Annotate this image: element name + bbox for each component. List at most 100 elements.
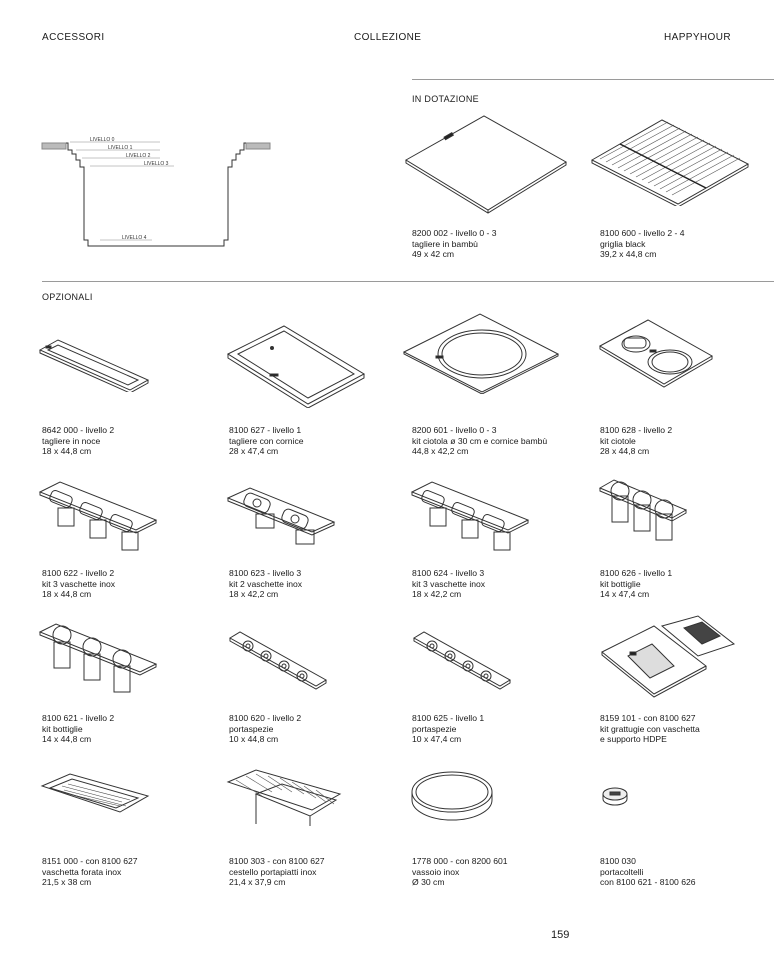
- product-size: 10 x 47,4 cm: [412, 734, 462, 745]
- product-code: 8100 625 - livello 1: [412, 713, 485, 723]
- optional-item-10-caption: 8100 625 - livello 1 portaspezie 10 x 47…: [412, 713, 484, 745]
- product-size: Ø 30 cm: [412, 877, 445, 888]
- optional-item-1-caption: 8100 627 - livello 1 tagliere con cornic…: [229, 425, 304, 457]
- levels-diagram: LIVELLO 0 LIVELLO 1 LIVELLO 2 LIVELLO 3 …: [40, 132, 280, 252]
- bottle-kit-image: [598, 478, 688, 554]
- product-name: vassoio inox: [412, 866, 460, 877]
- product-size: con 8100 621 - 8100 626: [600, 877, 696, 888]
- three-trays-kit-image: [38, 480, 158, 552]
- product-code: 8100 620 - livello 2: [229, 713, 302, 723]
- product-code: 8200 002 - livello 0 - 3: [412, 228, 497, 238]
- brand-section-label: ACCESSORI: [42, 32, 105, 43]
- bowls-kit-image: [598, 316, 714, 396]
- product-name: portaspezie: [229, 723, 274, 734]
- optional-item-9-caption: 8100 620 - livello 2 portaspezie 10 x 44…: [229, 713, 301, 745]
- product-size: 10 x 44,8 cm: [229, 734, 279, 745]
- product-name: cestello portapiatti inox: [229, 866, 317, 877]
- product-name: portacoltelli: [600, 866, 644, 877]
- optional-item-11-caption: 8159 101 - con 8100 627 kit grattugie co…: [600, 713, 700, 745]
- level-1-label: LIVELLO 1: [108, 145, 133, 151]
- two-trays-kit-image: [226, 486, 336, 550]
- product-name: kit bottiglie: [42, 723, 83, 734]
- spice-rack-image: [228, 628, 328, 692]
- product-code: 8642 000 - livello 2: [42, 425, 115, 435]
- product-size: 21,4 x 37,9 cm: [229, 877, 286, 888]
- bottle-kit-image: [38, 622, 158, 698]
- product-size: 14 x 47,4 cm: [600, 589, 650, 600]
- product-size: 18 x 44,8 cm: [42, 589, 92, 600]
- product-code: 8100 621 - livello 2: [42, 713, 115, 723]
- product-name: kit grattugie con vaschetta: [600, 723, 700, 734]
- product-name: portaspezie: [412, 723, 457, 734]
- divider: [412, 79, 774, 80]
- product-name: tagliere in bambù: [412, 238, 478, 249]
- knife-holder-image: [600, 786, 630, 808]
- level-2-label: LIVELLO 2: [126, 153, 151, 159]
- product-size: 18 x 42,2 cm: [412, 589, 462, 600]
- optional-item-15-caption: 8100 030 portacoltelli con 8100 621 - 81…: [600, 856, 696, 888]
- included-item-1-caption: 8100 600 - livello 2 - 4 griglia black 3…: [600, 228, 685, 260]
- product-name: tagliere con cornice: [229, 435, 304, 446]
- product-code: 8100 626 - livello 1: [600, 568, 673, 578]
- product-code: 8200 601 - livello 0 - 3: [412, 425, 497, 435]
- divider: [42, 281, 774, 282]
- included-item-0-caption: 8200 002 - livello 0 - 3 tagliere in bam…: [412, 228, 497, 260]
- optional-item-13-caption: 8100 303 - con 8100 627 cestello portapi…: [229, 856, 325, 888]
- product-name: tagliere in noce: [42, 435, 101, 446]
- level-0-label: LIVELLO 0: [90, 137, 115, 143]
- optional-item-7-caption: 8100 626 - livello 1 kit bottiglie 14 x …: [600, 568, 672, 600]
- level-3-label: LIVELLO 3: [144, 161, 169, 167]
- product-size: 14 x 44,8 cm: [42, 734, 92, 745]
- optional-item-6-caption: 8100 624 - livello 3 kit 3 vaschette ino…: [412, 568, 485, 600]
- optional-item-3-caption: 8100 628 - livello 2 kit ciotole 28 x 44…: [600, 425, 672, 457]
- spice-rack-image: [412, 628, 512, 692]
- optional-item-0-caption: 8642 000 - livello 2 tagliere in noce 18…: [42, 425, 114, 457]
- three-trays-kit-image: [410, 480, 530, 552]
- product-size: 28 x 44,8 cm: [600, 446, 650, 457]
- product-code: 8100 628 - livello 2: [600, 425, 673, 435]
- dish-basket-image: [226, 768, 342, 830]
- collection-name: HAPPYHOUR: [664, 32, 731, 43]
- product-name: kit 3 vaschette inox: [42, 578, 116, 589]
- product-code: 8100 627 - livello 1: [229, 425, 302, 435]
- product-name: kit ciotola ø 30 cm e cornice bambù: [412, 435, 548, 446]
- product-size: 18 x 42,2 cm: [229, 589, 279, 600]
- product-name: vaschetta forata inox: [42, 866, 122, 877]
- product-code: 1778 000 - con 8200 601: [412, 856, 508, 866]
- product-name: kit bottiglie: [600, 578, 641, 589]
- product-code: 8100 303 - con 8100 627: [229, 856, 325, 866]
- product-name: kit 2 vaschette inox: [229, 578, 303, 589]
- product-name: griglia black: [600, 238, 646, 249]
- framed-board-image: [226, 322, 366, 408]
- optional-item-4-caption: 8100 622 - livello 2 kit 3 vaschette ino…: [42, 568, 115, 600]
- product-code: 8151 000 - con 8100 627: [42, 856, 138, 866]
- product-size: 49 x 42 cm: [412, 249, 455, 260]
- product-size: 21,5 x 38 cm: [42, 877, 92, 888]
- optional-section-title: OPZIONALI: [42, 292, 93, 302]
- optional-item-5-caption: 8100 623 - livello 3 kit 2 vaschette ino…: [229, 568, 302, 600]
- optional-item-8-caption: 8100 621 - livello 2 kit bottiglie 14 x …: [42, 713, 114, 745]
- product-code: 8100 623 - livello 3: [229, 568, 302, 578]
- black-grill-image: [590, 116, 750, 206]
- optional-item-14-caption: 1778 000 - con 8200 601 vassoio inox Ø 3…: [412, 856, 508, 888]
- grater-kit-image: [598, 614, 738, 700]
- product-size: 44,8 x 42,2 cm: [412, 446, 469, 457]
- bamboo-board-image: [402, 112, 572, 222]
- bowl-kit-image: [402, 310, 562, 394]
- product-name: kit ciotole: [600, 435, 636, 446]
- optional-item-2-caption: 8200 601 - livello 0 - 3 kit ciotola ø 3…: [412, 425, 547, 457]
- product-code: 8100 030: [600, 856, 636, 866]
- product-code: 8159 101 - con 8100 627: [600, 713, 696, 723]
- included-section-title: IN DOTAZIONE: [412, 94, 479, 104]
- perforated-tray-image: [40, 772, 150, 816]
- product-code: 8100 622 - livello 2: [42, 568, 115, 578]
- level-4-label: LIVELLO 4: [122, 235, 147, 241]
- walnut-board-image: [38, 336, 150, 392]
- product-size: 39,2 x 44,8 cm: [600, 249, 657, 260]
- collection-label: COLLEZIONE: [354, 32, 422, 43]
- product-name: kit 3 vaschette inox: [412, 578, 486, 589]
- product-code: 8100 600 - livello 2 - 4: [600, 228, 685, 238]
- product-size: e supporto HDPE: [600, 734, 667, 745]
- product-code: 8100 624 - livello 3: [412, 568, 485, 578]
- steel-tray-image: [410, 770, 494, 824]
